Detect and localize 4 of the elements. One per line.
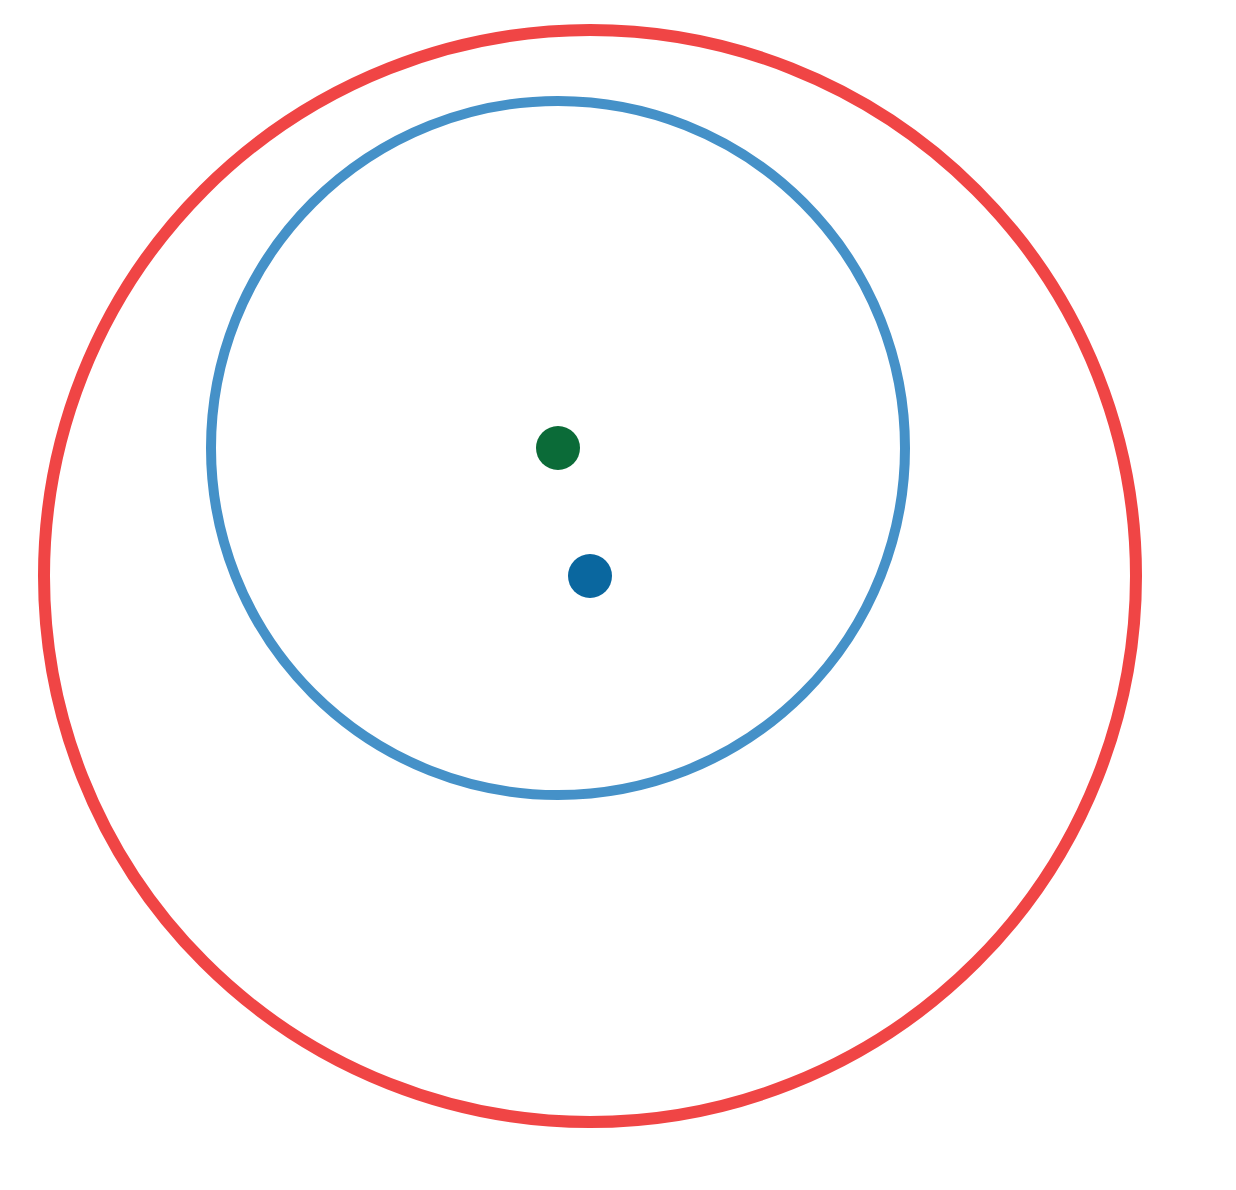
outer-circle xyxy=(38,23,1142,1127)
dot xyxy=(536,426,580,470)
dot xyxy=(568,554,612,598)
inner-circle xyxy=(205,95,909,799)
